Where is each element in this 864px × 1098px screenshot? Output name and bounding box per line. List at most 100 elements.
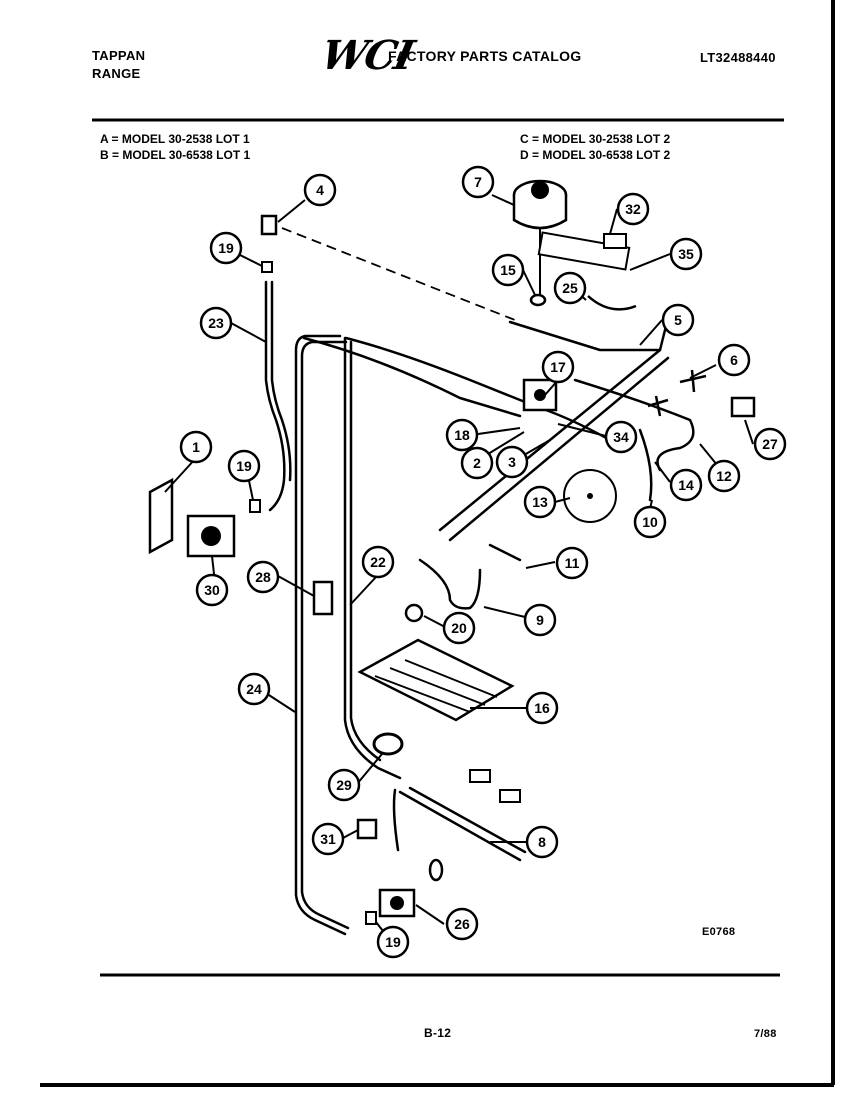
page-number: B-12: [424, 1026, 452, 1040]
bracket-35: [537, 231, 631, 271]
callout-26: 26: [445, 907, 479, 941]
callout-circle: [209, 231, 243, 265]
callout-circle: [633, 505, 667, 539]
callout-label: 27: [762, 436, 778, 452]
callout-circle: [461, 165, 495, 199]
callout-circle: [179, 430, 213, 464]
callout-label: 5: [674, 312, 682, 328]
tube-24-outer: [294, 334, 347, 936]
callout-label: 15: [500, 262, 516, 278]
callout-circle: [227, 449, 261, 483]
solenoid-30: [186, 514, 236, 558]
callout-circle: [491, 253, 525, 287]
callout-label: 26: [454, 916, 470, 932]
callout-31: 31: [311, 822, 345, 856]
callout-label: 14: [678, 477, 694, 493]
orifice-13: [563, 469, 617, 523]
callout-label: 19: [236, 458, 252, 474]
callout-19: 19: [376, 925, 410, 959]
model-legend-a: A = MODEL 30-2538 LOT 1: [100, 132, 250, 146]
tube-10: [638, 428, 653, 502]
callout-label: 29: [336, 777, 352, 793]
callout-label: 6: [730, 352, 738, 368]
callout-circle: [753, 427, 787, 461]
tube-11: [488, 543, 522, 562]
switch-28: [312, 580, 334, 616]
callout-label: 19: [218, 240, 234, 256]
callout-circle: [442, 611, 476, 645]
rod-8-a: [398, 790, 522, 862]
callout-circle: [555, 546, 589, 580]
callout-6: 6: [717, 343, 751, 377]
callout-circle: [311, 822, 345, 856]
bracket-1: [148, 477, 174, 555]
callout-10: 10: [633, 505, 667, 539]
callout-9: 9: [523, 603, 557, 637]
connector-27: [730, 396, 756, 418]
ferrule-19-top: [261, 261, 273, 273]
spud-6b: [647, 395, 669, 417]
manifold-5b: [448, 356, 670, 542]
tube-22-inner: [349, 340, 382, 762]
callout-circle: [445, 418, 479, 452]
thermocouple-29: [372, 732, 404, 756]
callout-19: 19: [227, 449, 261, 483]
clip-32: [603, 233, 627, 249]
callout-34: 34: [604, 420, 638, 454]
brand-line-2: RANGE: [92, 66, 141, 81]
washer-15: [529, 293, 547, 307]
ferrule-19-bottom: [365, 911, 377, 925]
callout-label: 31: [320, 831, 336, 847]
callout-30: 30: [195, 573, 229, 607]
callout-32: 32: [616, 192, 650, 226]
callout-circle: [661, 303, 695, 337]
callout-label: 7: [474, 174, 482, 190]
callout-label: 16: [534, 700, 550, 716]
callout-circle: [541, 350, 575, 384]
callout-label: 24: [246, 681, 262, 697]
tube-23-inner: [270, 280, 292, 482]
callout-label: 30: [204, 582, 220, 598]
tube-upper-1: [344, 336, 612, 442]
tube-22: [343, 336, 402, 780]
model-legend-c: C = MODEL 30-2538 LOT 2: [520, 132, 671, 146]
callout-label: 34: [613, 429, 629, 445]
rod-8-bend: [392, 788, 400, 852]
callout-circle: [199, 306, 233, 340]
wire-25: [587, 295, 637, 311]
callout-19: 19: [209, 231, 243, 265]
diagram-code: E0768: [702, 926, 736, 938]
catalog-title: FACTORY PARTS CATALOG: [388, 48, 582, 64]
callout-25: 25: [553, 271, 587, 305]
callout-label: 11: [565, 555, 580, 571]
callout-29: 29: [327, 768, 361, 802]
callout-16: 16: [525, 691, 559, 725]
callout-12: 12: [707, 459, 741, 493]
callout-label: 23: [208, 315, 224, 331]
callout-24: 24: [237, 672, 271, 706]
callout-label: 22: [370, 554, 386, 570]
tube-23: [264, 280, 286, 512]
callout-28: 28: [246, 560, 280, 594]
callout-13: 13: [523, 485, 557, 519]
callout-label: 32: [625, 201, 641, 217]
spud-6: [679, 369, 707, 393]
igniter-26: [378, 858, 444, 918]
callout-circle: [707, 459, 741, 493]
callout-label: 17: [550, 359, 566, 375]
callout-label: 10: [642, 514, 658, 530]
catalog-number: LT32488440: [700, 50, 776, 65]
callout-label: 20: [451, 620, 467, 636]
callout-7: 7: [461, 165, 495, 199]
ferrule-19-mid: [249, 499, 261, 513]
callout-5: 5: [661, 303, 695, 337]
callout-circle: [445, 907, 479, 941]
callout-label: 28: [255, 569, 271, 585]
callout-11: 11: [555, 546, 589, 580]
callout-8: 8: [525, 825, 559, 859]
pipe-to-regulator: [508, 320, 662, 352]
callout-20: 20: [442, 611, 476, 645]
fitting-4: [260, 214, 278, 236]
